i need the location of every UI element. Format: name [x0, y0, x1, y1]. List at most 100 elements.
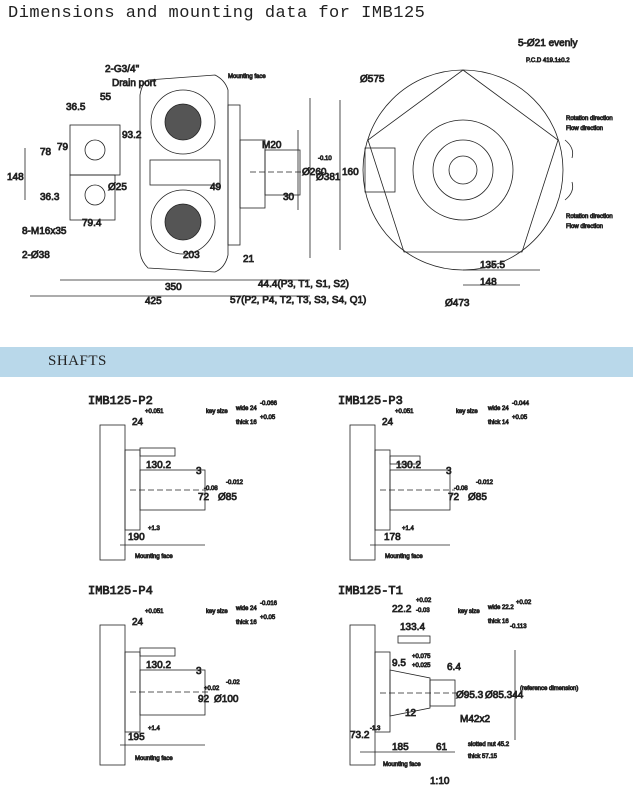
p4-wide: wide 24	[235, 606, 257, 612]
label-m20: M20	[262, 140, 282, 151]
p2-d3: 72	[198, 492, 210, 503]
label-25: Ø25	[108, 182, 127, 193]
label-79: 79	[57, 142, 69, 153]
side-port	[364, 147, 396, 193]
t1-key-tol2: -0.03	[416, 608, 430, 614]
t1-key-tol: +0.02	[416, 598, 432, 604]
t1-collar	[374, 651, 391, 733]
t1-nut	[429, 679, 456, 707]
t1-m42: M42x2	[460, 714, 490, 725]
t1-d73: 73.2	[350, 730, 370, 741]
p2-name: IMB125-P2	[88, 394, 153, 408]
p3-d1: 130.2	[396, 460, 421, 471]
p4-mount: Mounting face	[135, 756, 173, 762]
t1-thick: thick 16	[488, 619, 509, 625]
lower-cylinder-core	[164, 203, 202, 241]
mounting-flange	[227, 104, 241, 246]
shaft-p4	[99, 624, 210, 766]
label-rotation-1: Rotation direction	[566, 116, 613, 122]
t1-wide-tol: +0.02	[516, 600, 532, 606]
shaft-t1	[349, 624, 516, 766]
upper-cylinder	[150, 89, 216, 155]
p4-flange	[99, 624, 126, 766]
p4-d4tol: -0.02	[226, 680, 240, 686]
p3-flange	[349, 424, 376, 561]
p2-thick: thick 16	[236, 420, 257, 426]
t1-d9tol2: +0.025	[412, 663, 431, 669]
p4-d1: 130.2	[146, 660, 171, 671]
p4-key-tol: +0.051	[145, 609, 164, 615]
t1-d61: 61	[436, 742, 448, 753]
p2-lentol: +1.3	[148, 526, 161, 532]
t1-scale: 1:10	[430, 776, 450, 787]
label-79-4: 79.4	[82, 218, 102, 229]
p2-flange	[99, 424, 126, 561]
p2-mount: Mounting face	[135, 554, 173, 560]
label-93-2: 93.2	[122, 130, 142, 141]
inner-circle	[412, 119, 514, 221]
p4-key-size: key size	[206, 609, 228, 615]
label-148: 148	[7, 172, 24, 183]
p3-len: 178	[384, 532, 401, 543]
label-49: 49	[210, 182, 222, 193]
label-575: Ø575	[360, 74, 385, 85]
label-160: 160	[342, 167, 359, 178]
label-m16: 8-M16x35	[22, 226, 67, 237]
p3-d4tol: -0.012	[476, 480, 494, 486]
label-57: 57(P2, P4, T2, T3, S3, S4, Q1)	[230, 295, 366, 306]
p4-d2: 3	[196, 666, 202, 677]
t1-name: IMB125-T1	[338, 584, 403, 598]
p2-d2: 3	[196, 466, 202, 477]
label-381-tol: -0.10	[318, 156, 332, 162]
t1-nut-label-2: thick 57.15	[468, 754, 498, 760]
t1-d185: 185	[392, 742, 409, 753]
motor-body	[139, 74, 229, 273]
label-135: 135.5	[480, 260, 505, 271]
p3-key-tol: +0.051	[395, 409, 414, 415]
t1-d9tol: +0.075	[412, 654, 431, 660]
p4-wide-tol: -0.016	[260, 601, 278, 607]
center-hole	[448, 155, 478, 185]
p2-key	[139, 447, 176, 457]
shaft	[264, 149, 301, 196]
p2-wide-tol: -0.066	[260, 401, 278, 407]
label-21: 21	[243, 254, 255, 265]
p4-name: IMB125-P4	[88, 584, 153, 598]
port-hole-bottom	[84, 184, 106, 206]
t1-mount: Mounting face	[383, 762, 421, 768]
middle-band	[149, 159, 221, 186]
shaft-p2	[99, 424, 210, 561]
t1-d85: Ø85.344	[485, 690, 524, 701]
p4-thick-tol: +0.05	[260, 615, 276, 621]
p3-key-size: key size	[456, 409, 478, 415]
label-30: 30	[283, 192, 295, 203]
p3-key-top: 24	[382, 417, 394, 428]
label-38: 2-Ø38	[22, 250, 50, 261]
p4-key	[139, 647, 176, 657]
label-pcd: P.C.D 419.1±0.2	[526, 58, 570, 64]
p2-d3tol: -0.08	[204, 486, 218, 492]
p3-d4: Ø85	[468, 492, 487, 503]
p3-thick: thick 14	[488, 420, 509, 426]
rotation-arrow-1	[564, 139, 574, 159]
label-350: 350	[165, 282, 182, 293]
p2-key-tol: +0.051	[145, 409, 164, 415]
p4-thick: thick 16	[236, 620, 257, 626]
t1-ref: (reference dimension)	[520, 686, 578, 692]
lower-cylinder	[150, 189, 216, 255]
p3-d2: 3	[446, 466, 452, 477]
label-g34: 2-G3/4"	[105, 64, 140, 75]
label-55: 55	[100, 92, 112, 103]
t1-nut-label: slotted nut 45.2	[468, 742, 510, 748]
p4-key-top: 24	[132, 617, 144, 628]
p3-d3tol: -0.08	[454, 486, 468, 492]
star-body	[367, 69, 559, 253]
port-flange-top	[69, 124, 121, 176]
t1-taper	[389, 669, 431, 717]
center-boss	[432, 139, 494, 201]
label-148-front: 148	[480, 277, 497, 288]
p3-lentol: +1.4	[402, 526, 415, 532]
p3-thick-tol: +0.05	[512, 415, 528, 421]
label-78: 78	[40, 147, 52, 158]
